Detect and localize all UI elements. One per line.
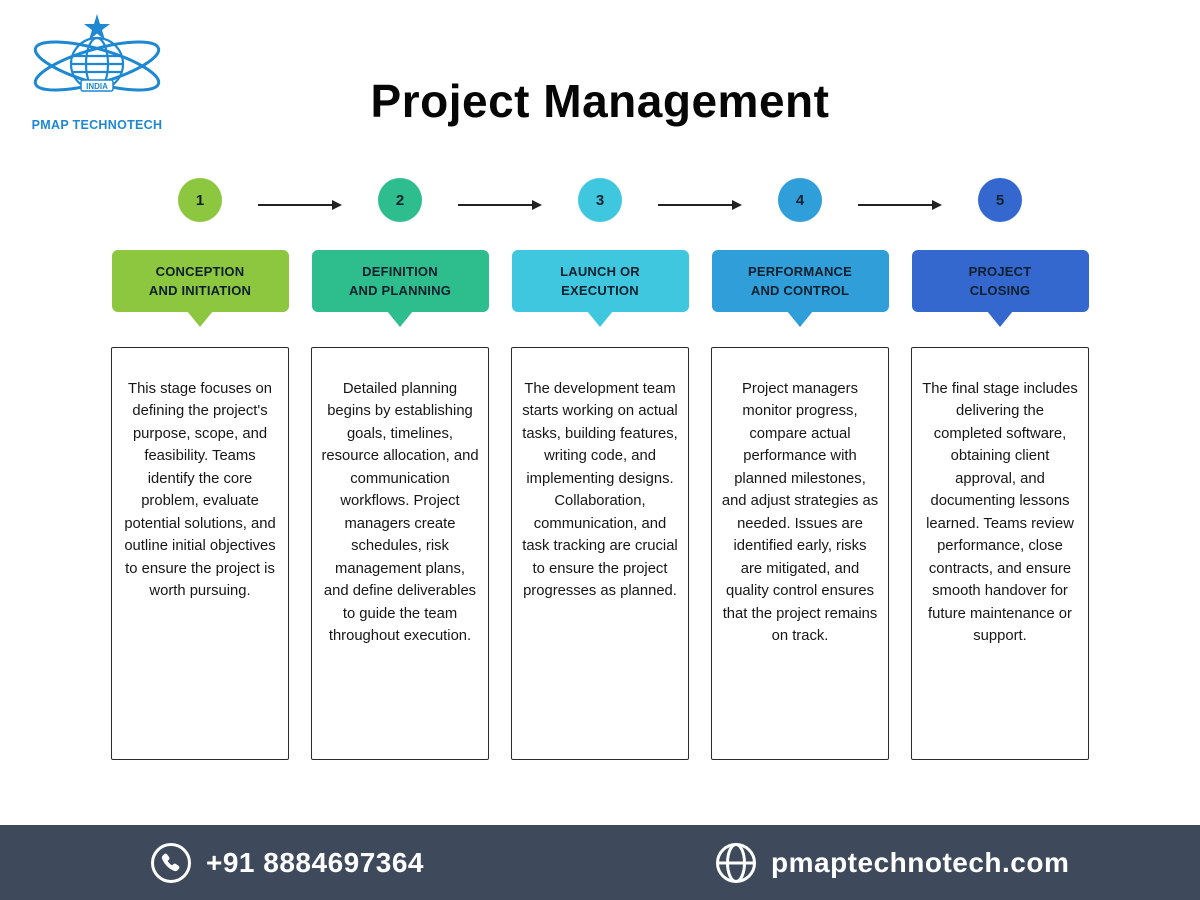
phone-contact: +91 8884697364: [150, 825, 424, 900]
step-number-badge: 5: [978, 178, 1022, 222]
contact-footer: +91 8884697364 pmaptechnotech.com: [0, 825, 1200, 900]
stage-description: This stage focuses on defining the proje…: [111, 347, 289, 760]
stage-description: The final stage includes delivering the …: [911, 347, 1089, 760]
stage-column-3: 3 LAUNCH OR EXECUTION The development te…: [510, 178, 690, 760]
stage-header: DEFINITION AND PLANNING: [311, 250, 489, 312]
step-number-badge: 1: [178, 178, 222, 222]
stage-column-4: 4 PERFORMANCE AND CONTROL Project manage…: [710, 178, 890, 760]
stage-header: CONCEPTION AND INITIATION: [111, 250, 289, 312]
website-url: pmaptechnotech.com: [771, 846, 1070, 878]
phone-number: +91 8884697364: [206, 846, 424, 878]
stage-description: Detailed planning begins by establishing…: [311, 347, 489, 760]
globe-satellite-logo-icon: INDIA: [33, 14, 161, 92]
stage-header-pointer: [787, 311, 813, 327]
step-arrow-icon: [258, 199, 342, 211]
step-arrow-icon: [458, 199, 542, 211]
stage-header-pointer: [187, 311, 213, 327]
svg-text:INDIA: INDIA: [86, 82, 108, 91]
stage-column-5: 5 PROJECT CLOSING The final stage includ…: [910, 178, 1090, 760]
stage-header-pointer: [587, 311, 613, 327]
stage-header-pointer: [387, 311, 413, 327]
stage-column-2: 2 DEFINITION AND PLANNING Detailed plann…: [310, 178, 490, 760]
step-arrow-icon: [658, 199, 742, 211]
step-number-badge: 2: [378, 178, 422, 222]
step-arrow-icon: [858, 199, 942, 211]
stage-description: The development team starts working on a…: [511, 347, 689, 760]
stage-column-1: 1 CONCEPTION AND INITIATION This stage f…: [110, 178, 290, 760]
stage-header: PERFORMANCE AND CONTROL: [711, 250, 889, 312]
page-title: Project Management: [370, 75, 830, 127]
company-logo: INDIA PMAP TECHNOTECH: [22, 12, 172, 132]
phone-icon: [151, 842, 191, 883]
stage-description: Project managers monitor progress, compa…: [711, 347, 889, 760]
step-number-badge: 4: [778, 178, 822, 222]
step-number-badge: 3: [578, 178, 622, 222]
website-contact: pmaptechnotech.com: [715, 825, 1069, 900]
star-icon: [84, 14, 110, 40]
globe-icon: [716, 842, 756, 883]
stage-header: PROJECT CLOSING: [911, 250, 1089, 312]
stage-header: LAUNCH OR EXECUTION: [511, 250, 689, 312]
stage-header-pointer: [987, 311, 1013, 327]
company-name: PMAP TECHNOTECH: [31, 118, 163, 132]
